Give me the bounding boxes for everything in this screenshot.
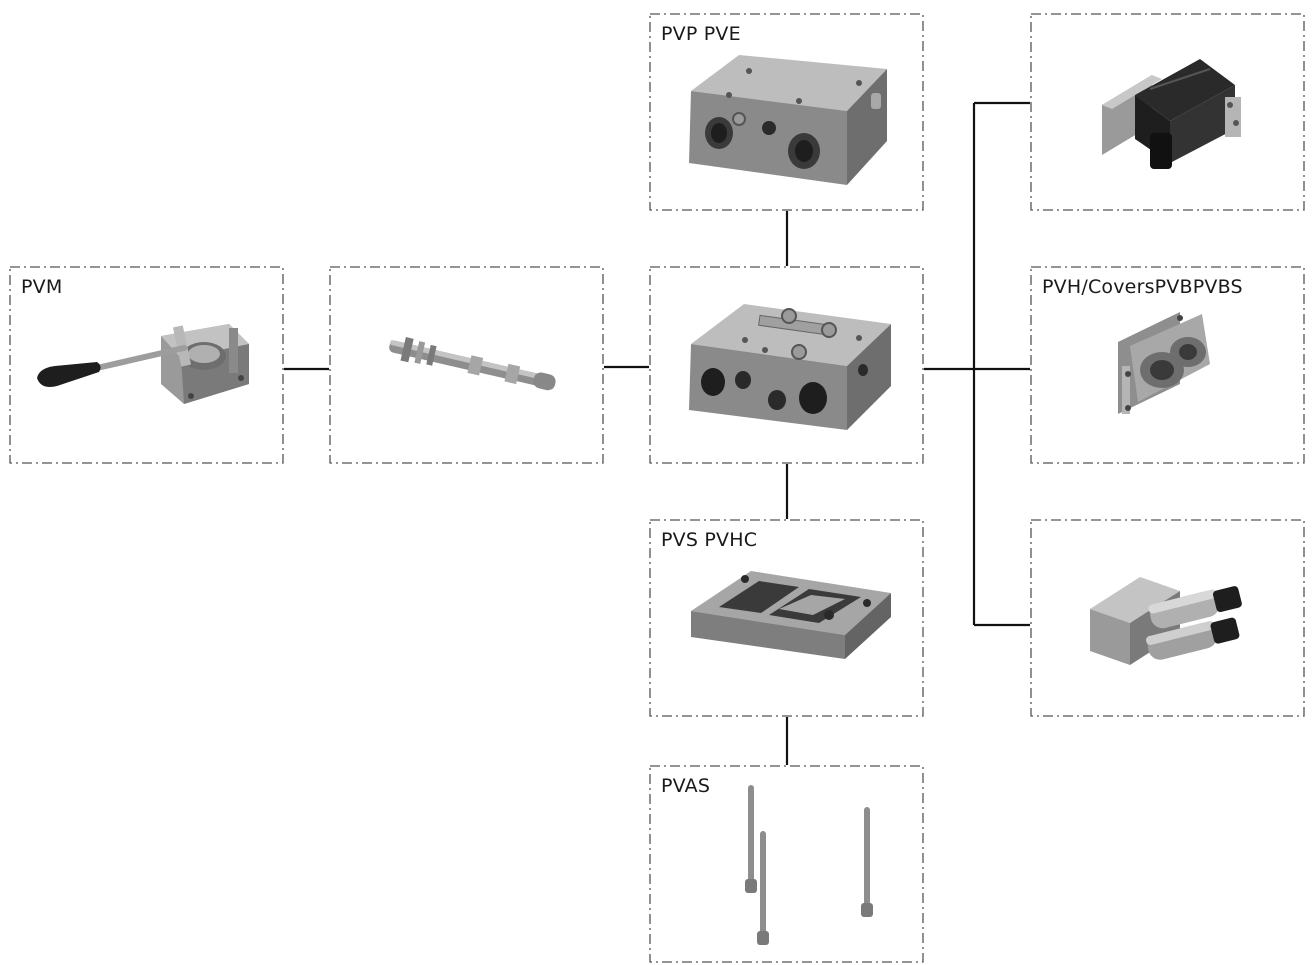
panel-actuator-bottom[interactable] bbox=[1030, 519, 1305, 717]
pvas-tie-bolts-image bbox=[649, 765, 924, 963]
panel-actuator-top[interactable] bbox=[1030, 13, 1305, 211]
pvm-lever-image bbox=[9, 266, 284, 464]
center-block-image bbox=[649, 266, 924, 464]
panel-center[interactable] bbox=[649, 266, 924, 464]
pvh-cover-image bbox=[1030, 266, 1305, 464]
pvs-pvhc-plate-image bbox=[649, 519, 924, 717]
panel-spool[interactable] bbox=[329, 266, 604, 464]
solenoid-actuator-image bbox=[1030, 519, 1305, 717]
pvp-pve-block-image bbox=[649, 13, 924, 211]
panel-pvp-pve[interactable]: PVP PVE bbox=[649, 13, 924, 211]
spool-image bbox=[329, 266, 604, 464]
panel-pvm[interactable]: PVM bbox=[9, 266, 284, 464]
panel-pvs-pvhc[interactable]: PVS PVHC bbox=[649, 519, 924, 717]
panel-pvh-covers[interactable]: PVH/CoversPVBPVBS bbox=[1030, 266, 1305, 464]
panel-pvas[interactable]: PVAS bbox=[649, 765, 924, 963]
electric-actuator-image bbox=[1030, 13, 1305, 211]
